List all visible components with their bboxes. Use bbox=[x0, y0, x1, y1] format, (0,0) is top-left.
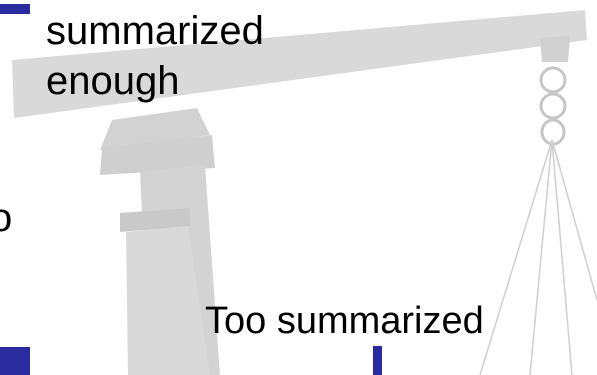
scale-beam bbox=[12, 10, 587, 118]
scale-post-cap bbox=[100, 108, 210, 150]
scale-hook bbox=[539, 66, 567, 146]
label-too-summarized: Too summarized bbox=[205, 300, 484, 342]
accent-mark-bottom-left bbox=[0, 347, 30, 375]
label-top-line1: summarized bbox=[46, 9, 264, 53]
scale-hook-bracket bbox=[540, 36, 570, 62]
scale-post-upper bbox=[100, 135, 215, 175]
scale-base bbox=[126, 226, 210, 375]
label-summarized-enough: summarized enough bbox=[46, 6, 264, 106]
scale-strings bbox=[479, 139, 597, 375]
label-top-line2: enough bbox=[46, 59, 180, 103]
accent-mark-bottom-center bbox=[373, 346, 382, 375]
clipped-char: o bbox=[0, 196, 13, 240]
accent-mark-top-left bbox=[0, 4, 30, 14]
scale-collar bbox=[120, 208, 190, 232]
